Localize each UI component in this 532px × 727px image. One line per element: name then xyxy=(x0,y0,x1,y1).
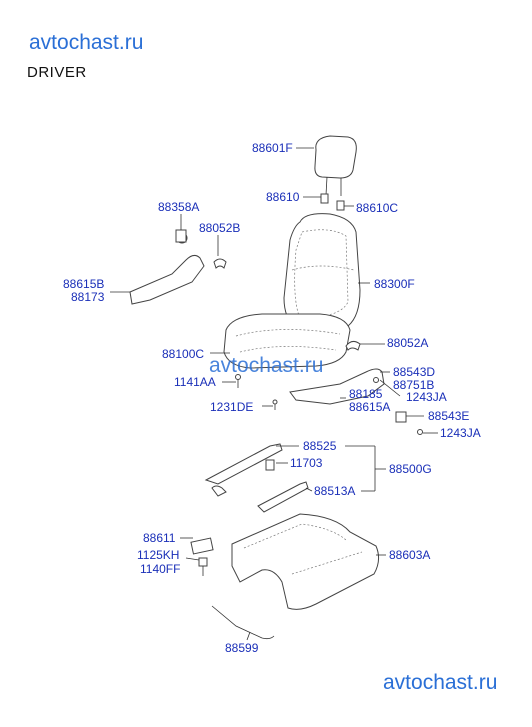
clip-88052b-drawing xyxy=(213,258,227,269)
label-88500g: 88500G xyxy=(389,462,432,476)
label-1231de: 1231DE xyxy=(210,400,253,414)
leader-lines xyxy=(110,147,438,641)
label-88543d: 88543D xyxy=(393,365,435,379)
label-88601f: 88601F xyxy=(252,141,293,155)
label-88751b: 88751B xyxy=(393,378,434,392)
label-88173: 88173 xyxy=(71,290,105,304)
label-88052b: 88052B xyxy=(199,221,240,235)
bolt-1125kh-drawing xyxy=(198,557,208,576)
label-11703: 11703 xyxy=(290,456,323,470)
headrest-guide-drawing xyxy=(320,193,345,211)
pad-88611-drawing xyxy=(190,537,214,555)
label-88185: 88185 xyxy=(349,387,383,401)
label-88603a: 88603A xyxy=(389,548,430,562)
cable-88599-drawing xyxy=(211,605,275,640)
clip-88052a-drawing xyxy=(345,340,361,351)
seat-track-inner-drawing xyxy=(257,481,309,513)
label-88300f: 88300F xyxy=(374,277,415,291)
side-cover-right-drawing xyxy=(289,368,407,423)
label-88543e: 88543E xyxy=(428,409,469,423)
label-1140ff: 1140FF xyxy=(140,562,180,576)
label-1243ja-upper: 1243JA xyxy=(406,390,447,404)
side-cover-left-drawing xyxy=(129,229,205,305)
headrest-drawing xyxy=(314,135,357,196)
diagram-heading: DRIVER xyxy=(27,64,87,81)
bolts-drawing xyxy=(235,374,423,435)
label-88599: 88599 xyxy=(225,641,259,655)
label-88615a: 88615A xyxy=(349,400,390,414)
label-88610c: 88610C xyxy=(356,201,398,215)
label-88615b: 88615B xyxy=(63,277,104,291)
label-88513a: 88513A xyxy=(314,484,355,498)
watermark-bottom: avtochast.ru xyxy=(383,671,498,694)
watermark-middle: avtochast.ru xyxy=(209,354,324,377)
seat-cushion-drawing xyxy=(223,313,351,369)
label-1125kh: 1125KH xyxy=(137,548,179,562)
watermark-top: avtochast.ru xyxy=(29,31,144,54)
label-88611: 88611 xyxy=(143,531,176,545)
label-1243ja-lower: 1243JA xyxy=(440,426,481,440)
label-1141aa: 1141AA xyxy=(174,375,216,389)
label-88358a: 88358A xyxy=(158,200,199,214)
label-88610: 88610 xyxy=(266,190,300,204)
seat-frame-drawing xyxy=(231,513,380,610)
label-88052a: 88052A xyxy=(387,336,428,350)
label-88525: 88525 xyxy=(303,439,337,453)
seat-track-drawing xyxy=(204,443,283,497)
label-88100c: 88100C xyxy=(162,347,204,361)
seat-back-drawing xyxy=(283,213,361,331)
